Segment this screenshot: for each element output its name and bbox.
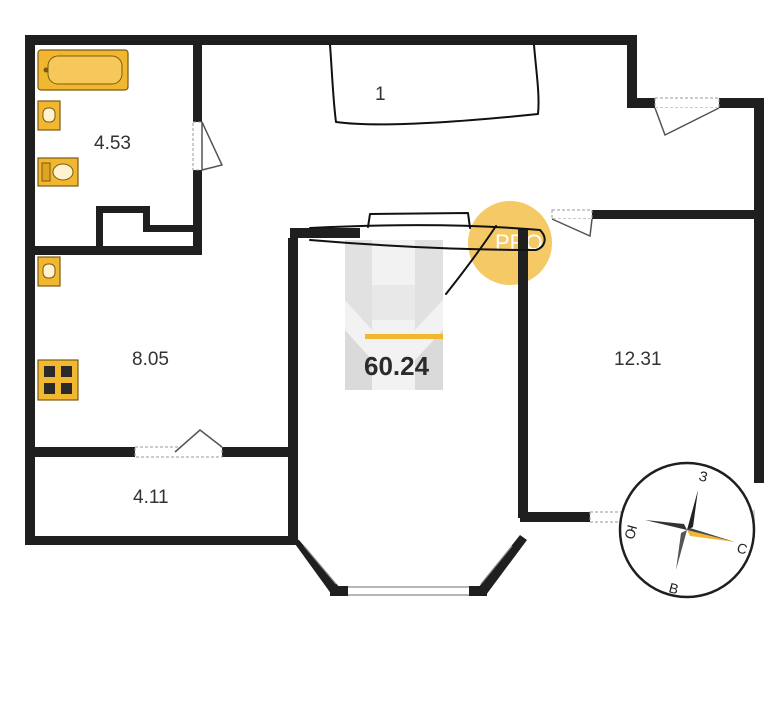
compass-rose-icon: З С В Ю [618,461,756,599]
compass-letter-north: С [735,539,749,557]
total-area-underline [365,334,443,339]
room-area-obscured: 1 [375,84,386,105]
room-area-bedroom: 12.31 [614,349,662,370]
watermark-badge [468,201,552,285]
stove-icon [37,359,79,401]
toilet-icon [37,157,79,187]
total-area-label: 60.24 [364,351,430,381]
bathtub-icon [37,49,129,91]
hand-drawn-marks [309,44,546,295]
door-openings [134,97,755,523]
room-area-bathroom: 4.53 [94,133,131,154]
room-area-kitchen: 8.05 [132,349,169,370]
room-area-loggia: 4.11 [133,487,169,508]
bay-window [290,535,527,596]
watermark-logo [345,240,443,390]
compass-letter-east: В [667,579,680,597]
compass-letter-south: Ю [621,523,640,541]
kitchen-sink-icon [37,256,61,287]
sink-icon [37,100,61,131]
compass-letter-west: З [697,467,709,485]
interior-walls [25,35,764,543]
